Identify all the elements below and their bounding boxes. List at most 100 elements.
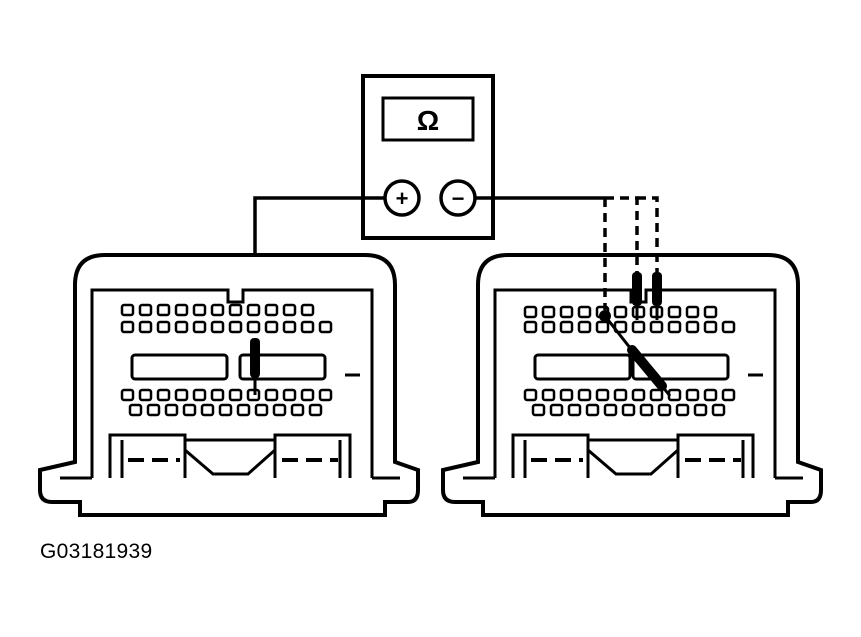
connector-pin [138, 303, 153, 317]
connector-pin [613, 388, 628, 402]
connector-pin [631, 320, 646, 334]
connector-pin [531, 403, 546, 417]
connector-pin [595, 388, 610, 402]
connector-pin [721, 388, 736, 402]
alt-lead-path-3 [637, 196, 659, 275]
connector-pin [649, 320, 664, 334]
connector-pin [523, 305, 538, 319]
connector-pin [192, 303, 207, 317]
key-slot-left [130, 353, 229, 381]
connector-pin [192, 320, 207, 334]
connector-pin [210, 388, 225, 402]
connector-pin [264, 320, 279, 334]
connector-pin [585, 403, 600, 417]
connector-pin [541, 305, 556, 319]
connector-pin [549, 403, 564, 417]
connector-pin [308, 403, 323, 417]
pin-row-3 [523, 388, 736, 402]
left-ecm-connector [38, 253, 420, 517]
negative-test-probes [599, 272, 672, 397]
connector-pin [703, 305, 718, 319]
positive-terminal-label: + [396, 186, 409, 211]
connector-pin [228, 303, 243, 317]
connector-pin [711, 403, 726, 417]
connector-pin [567, 403, 582, 417]
connector-pin [577, 320, 592, 334]
pin-row-4 [531, 403, 726, 417]
connector-pin [631, 388, 646, 402]
connector-pin [174, 320, 189, 334]
connector-pin [300, 320, 315, 334]
connector-pin [210, 320, 225, 334]
pin-row-1 [523, 305, 718, 319]
connector-pin [290, 403, 305, 417]
negative-probe-1 [632, 272, 642, 306]
pin-row-2 [120, 320, 333, 334]
connector-pin [523, 388, 538, 402]
figure-id: G03181939 [40, 540, 153, 563]
negative-lead-alternate-paths [603, 196, 659, 310]
connector-pin [657, 403, 672, 417]
connector-pin [685, 305, 700, 319]
connector-pin [210, 303, 225, 317]
connector-pin [559, 305, 574, 319]
connector-pin [156, 303, 171, 317]
connector-pin [282, 388, 297, 402]
connector-pin [667, 305, 682, 319]
connector-outer-shell [441, 253, 823, 517]
negative-terminal-label: − [452, 186, 465, 211]
lower-socket-right [273, 433, 352, 478]
connector-pin [128, 403, 143, 417]
lower-socket-left [108, 433, 187, 478]
connector-pin [621, 403, 636, 417]
connector-pin [603, 403, 618, 417]
connector-pin [703, 320, 718, 334]
pin-row-1 [120, 303, 315, 317]
connector-pin [254, 403, 269, 417]
connector-pin [264, 388, 279, 402]
connector-pin [228, 388, 243, 402]
connector-pin [318, 320, 333, 334]
connector-pin [156, 388, 171, 402]
connector-pin [174, 388, 189, 402]
connector-pin [577, 305, 592, 319]
connector-pin [685, 388, 700, 402]
connector-pin [559, 388, 574, 402]
connector-pin [264, 303, 279, 317]
connector-pin [246, 320, 261, 334]
connector-pin [541, 388, 556, 402]
connector-pin [613, 305, 628, 319]
connector-pin [164, 403, 179, 417]
connector-pin [218, 403, 233, 417]
connector-pin [667, 320, 682, 334]
connector-pin [300, 388, 315, 402]
key-slot-right [238, 353, 327, 381]
positive-test-probe [250, 338, 260, 395]
connector-pin [300, 303, 315, 317]
connector-pin [523, 320, 538, 334]
diagonal-probe [627, 345, 667, 391]
connector-pin [639, 403, 654, 417]
connector-pin [318, 388, 333, 402]
connector-pin [272, 403, 287, 417]
lower-socket-left [511, 433, 590, 478]
connector-pin [228, 320, 243, 334]
connector-pin [721, 320, 736, 334]
connector-pin [138, 388, 153, 402]
connector-pin [282, 320, 297, 334]
ohm-symbol: Ω [417, 105, 439, 136]
connector-pin [182, 403, 197, 417]
right-ecm-connector [441, 253, 823, 517]
connector-pin [675, 403, 690, 417]
connector-pin [120, 388, 135, 402]
connector-pin [120, 303, 135, 317]
ohmmeter-display [381, 96, 475, 142]
ohmmeter: Ω + − [361, 74, 495, 240]
connector-pin [685, 320, 700, 334]
connector-pin [146, 403, 161, 417]
connector-pin [703, 388, 718, 402]
connector-pin [120, 320, 135, 334]
connector-pin [595, 320, 610, 334]
connector-pin [282, 303, 297, 317]
